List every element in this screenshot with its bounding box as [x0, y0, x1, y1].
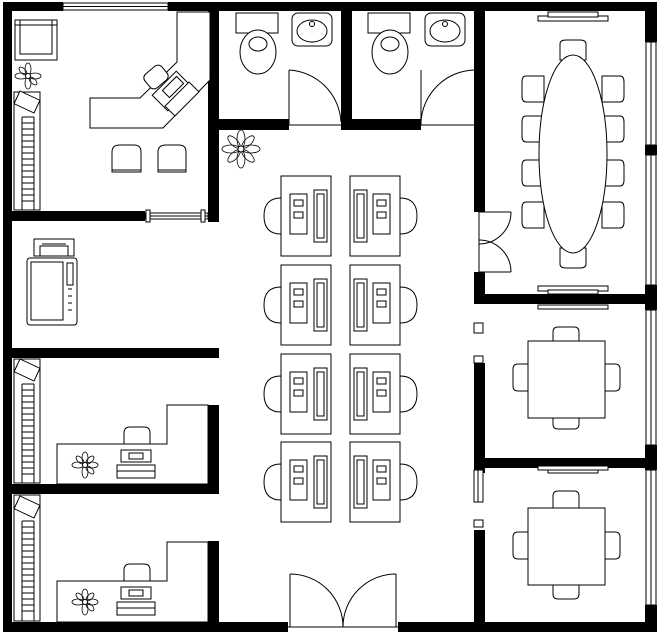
open-workspace	[263, 175, 418, 523]
workstation-left	[263, 353, 332, 435]
workstation-right	[349, 175, 418, 257]
plant-icon	[14, 62, 42, 90]
toilet-icon	[367, 12, 411, 75]
workstation-left	[263, 175, 332, 257]
office-chair	[143, 64, 169, 90]
office-desk	[56, 541, 209, 623]
armchair	[14, 19, 58, 61]
toilet-icon	[235, 12, 279, 75]
meeting-room-1	[512, 304, 621, 430]
guest-chair	[157, 144, 187, 173]
office-chair	[123, 426, 151, 445]
computer-icon	[116, 586, 156, 616]
workstation-right	[349, 441, 418, 523]
conference-double-door	[478, 211, 512, 273]
restroom-door-1	[288, 69, 342, 126]
wall-display	[537, 285, 609, 295]
workstation-left	[263, 264, 332, 346]
file-cabinet	[13, 90, 41, 211]
file-cabinet	[13, 494, 41, 622]
wall-display	[537, 11, 609, 22]
copier	[26, 238, 78, 326]
restroom-door-2	[420, 69, 475, 126]
sink-icon	[291, 12, 333, 47]
file-cabinet	[13, 358, 41, 484]
meeting-room-2	[512, 465, 621, 600]
walls	[3, 2, 657, 632]
entrance-double-door	[288, 573, 398, 628]
computer-icon	[116, 449, 156, 479]
computer-icon	[151, 70, 200, 117]
windows	[62, 2, 657, 606]
plant-icon	[71, 588, 99, 616]
sliding-door	[144, 209, 209, 223]
plant-icon	[221, 129, 261, 169]
workstation-right	[349, 264, 418, 346]
guest-chair	[111, 144, 142, 173]
sink-icon	[424, 12, 466, 47]
office-chair	[123, 563, 151, 582]
conference-chairs	[521, 39, 625, 269]
plant-icon	[71, 451, 99, 479]
workstation-left	[263, 441, 332, 523]
oval-conference-table	[538, 54, 608, 254]
workstation-right	[349, 353, 418, 435]
